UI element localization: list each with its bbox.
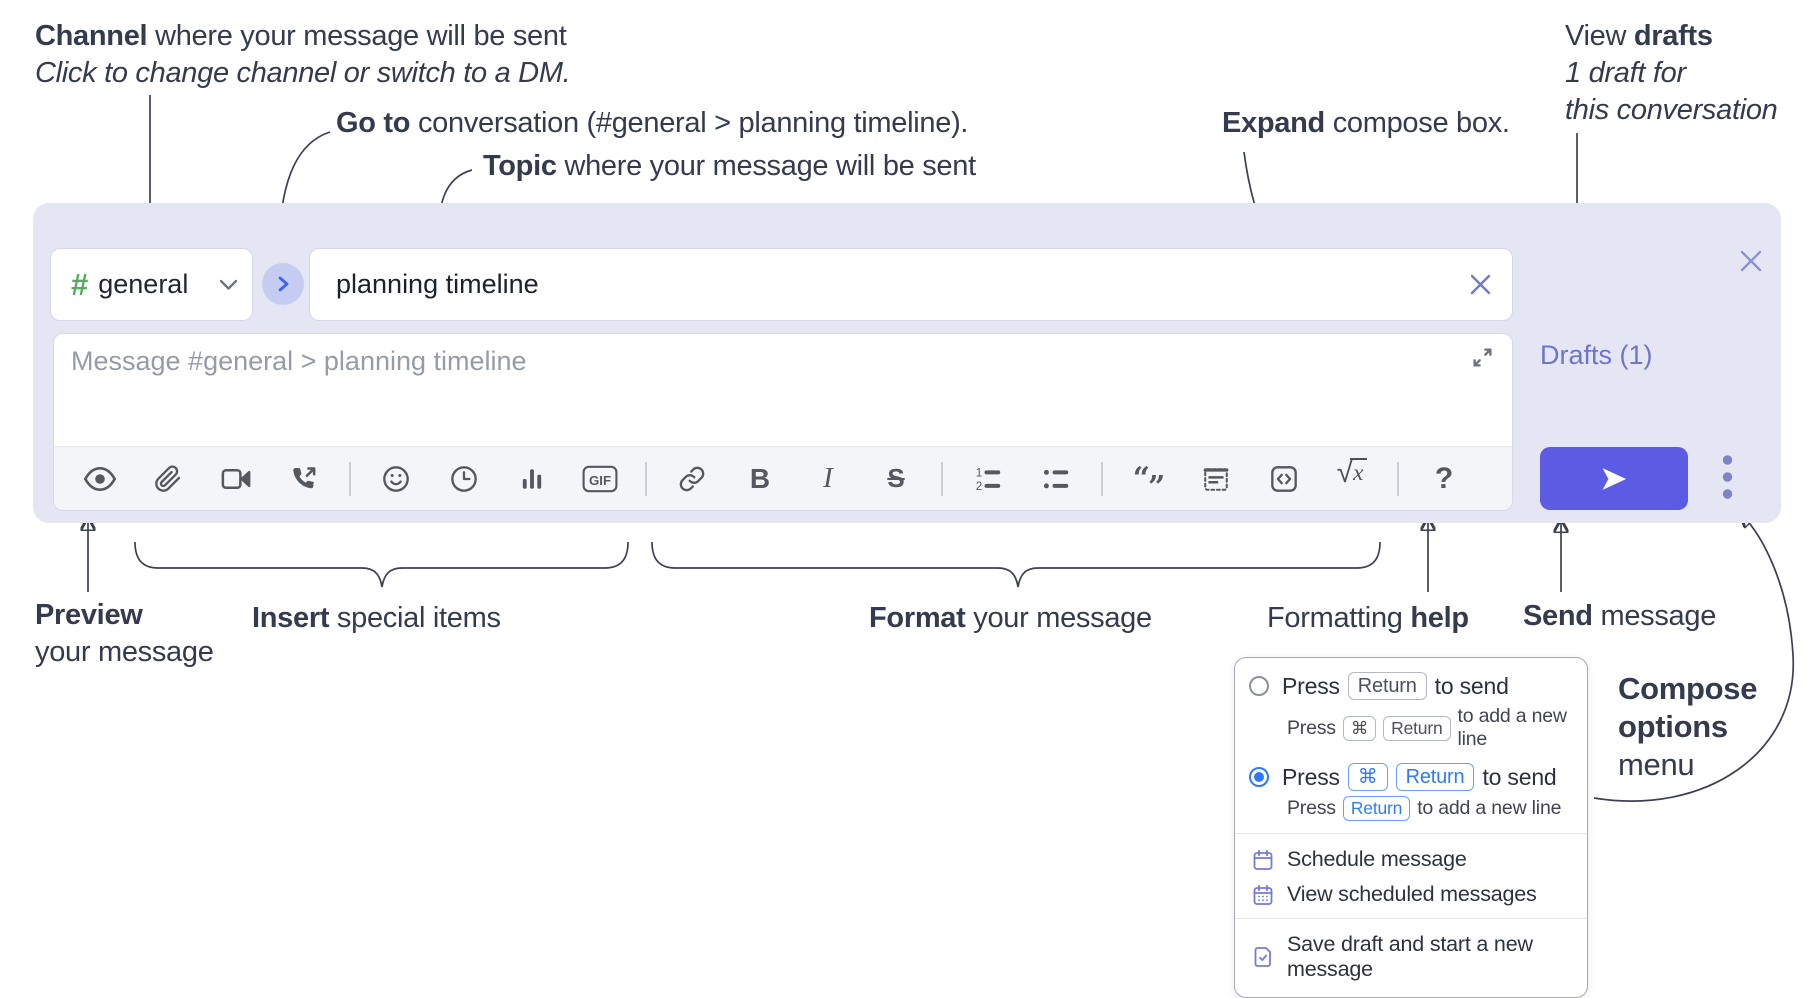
annotation-compose-menu: Compose options menu bbox=[1618, 671, 1758, 782]
calendar-icon bbox=[1253, 849, 1273, 870]
annotation-help: Formatting help bbox=[1267, 602, 1469, 634]
draft-icon bbox=[1254, 947, 1271, 967]
cmd-key: ⌘ bbox=[1342, 715, 1377, 741]
return-key: Return bbox=[1395, 763, 1475, 791]
annotation-send: Send message bbox=[1523, 600, 1717, 632]
svg-text:GIF: GIF bbox=[589, 472, 611, 487]
cmd-key: ⌘ bbox=[1347, 763, 1388, 791]
send-icon bbox=[1602, 467, 1627, 490]
annotation-channel-bold: Channel bbox=[35, 20, 148, 52]
menu-divider bbox=[1235, 833, 1587, 834]
chevron-down-icon bbox=[219, 279, 238, 290]
annotation-expand: Expand compose box. bbox=[1222, 107, 1510, 139]
preview-icon[interactable] bbox=[77, 458, 123, 500]
channel-selector[interactable]: # general bbox=[50, 248, 253, 321]
radio-selected[interactable] bbox=[1249, 767, 1269, 787]
toolbar-divider bbox=[349, 461, 351, 496]
calendar-list-icon bbox=[1253, 884, 1273, 905]
return-key: Return bbox=[1347, 672, 1427, 700]
annotation-topic: Topic where your message will be sent bbox=[483, 150, 976, 182]
quote-icon[interactable]: “” bbox=[1132, 460, 1166, 505]
send-button[interactable] bbox=[1540, 447, 1688, 510]
strikethrough-icon[interactable]: S bbox=[887, 463, 905, 493]
menu-option-enter-sends-sub: Press ⌘ Return to add a new line bbox=[1287, 705, 1567, 750]
message-placeholder: Message #general > planning timeline bbox=[71, 346, 527, 376]
channel-name: general bbox=[98, 269, 189, 299]
emoji-icon[interactable] bbox=[373, 458, 419, 500]
toolbar-divider bbox=[1101, 461, 1103, 496]
clear-topic-icon[interactable] bbox=[1467, 271, 1494, 298]
italic-icon[interactable]: I bbox=[823, 462, 833, 494]
menu-divider bbox=[1235, 918, 1587, 919]
menu-item-view-scheduled[interactable]: View scheduled messages bbox=[1249, 877, 1573, 912]
menu-item-schedule-message[interactable]: Schedule message bbox=[1249, 842, 1573, 877]
return-key: Return bbox=[1383, 715, 1451, 741]
message-textarea[interactable]: Message #general > planning timeline bbox=[53, 333, 1513, 511]
attach-icon[interactable] bbox=[145, 458, 191, 500]
kebab-icon bbox=[1722, 455, 1732, 499]
annotation-channel: Channel where your message will be sent … bbox=[35, 18, 571, 92]
annotation-channel-line2: Click to change channel or switch to a D… bbox=[35, 57, 571, 89]
compose-options-menu: Press Return to send Press ⌘ Return to a… bbox=[1234, 657, 1588, 998]
menu-item-save-draft[interactable]: Save draft and start a new message bbox=[1249, 927, 1573, 987]
audio-call-icon[interactable] bbox=[281, 458, 327, 500]
toolbar-divider bbox=[645, 461, 647, 496]
return-key: Return bbox=[1342, 796, 1411, 821]
go-to-conversation-button[interactable] bbox=[262, 263, 304, 305]
annotation-insert: Insert special items bbox=[252, 602, 501, 634]
format-brace bbox=[651, 541, 1381, 588]
insert-brace bbox=[134, 541, 629, 588]
radio-unselected[interactable] bbox=[1249, 676, 1269, 696]
gif-icon[interactable]: GIF bbox=[577, 458, 623, 500]
close-compose-icon[interactable] bbox=[1733, 243, 1769, 279]
menu-option-cmd-enter-sends[interactable]: Press ⌘ Return to send bbox=[1249, 763, 1573, 791]
menu-option-cmd-enter-sends-sub: Press Return to add a new line bbox=[1287, 796, 1562, 821]
expand-compose-icon[interactable] bbox=[1469, 344, 1496, 376]
compose-options-kebab[interactable] bbox=[1713, 451, 1741, 507]
link-icon[interactable] bbox=[669, 458, 715, 500]
channel-hash-icon: # bbox=[71, 266, 89, 302]
toolbar-divider bbox=[1397, 461, 1399, 496]
chevron-right-icon bbox=[278, 276, 289, 292]
code-icon[interactable] bbox=[1261, 458, 1307, 500]
formatting-help-icon[interactable]: ? bbox=[1434, 461, 1454, 495]
annotation-preview: Preview your message bbox=[35, 599, 214, 668]
annotation-view-drafts: View drafts 1 draft for this conversatio… bbox=[1565, 20, 1778, 126]
topic-value: planning timeline bbox=[336, 269, 539, 299]
toolbar-divider bbox=[941, 461, 943, 496]
math-icon[interactable]: √x bbox=[1329, 457, 1375, 500]
time-icon[interactable] bbox=[441, 458, 487, 500]
spoiler-icon[interactable] bbox=[1193, 458, 1239, 500]
svg-text:2: 2 bbox=[976, 480, 982, 493]
video-call-icon[interactable] bbox=[213, 458, 259, 500]
annotation-goto: Go to conversation (#general > planning … bbox=[336, 107, 969, 139]
compose-box: # general planning timeline Message #gen… bbox=[33, 203, 1781, 523]
bold-icon[interactable]: B bbox=[749, 462, 771, 494]
bulleted-list-icon[interactable] bbox=[1033, 458, 1079, 500]
drafts-link[interactable]: Drafts (1) bbox=[1540, 340, 1653, 370]
poll-icon[interactable] bbox=[509, 458, 555, 500]
annotation-format: Format your message bbox=[869, 602, 1152, 634]
topic-input[interactable]: planning timeline bbox=[309, 248, 1513, 321]
svg-text:1: 1 bbox=[976, 466, 982, 479]
menu-option-enter-sends[interactable]: Press Return to send bbox=[1249, 672, 1573, 700]
